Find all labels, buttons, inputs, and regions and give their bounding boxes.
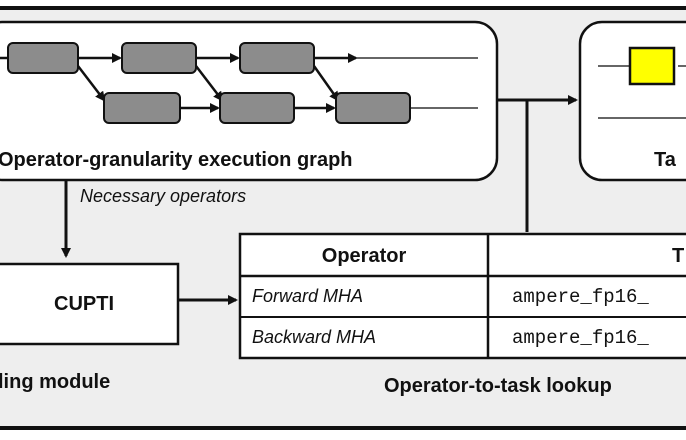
lookup-table: Operator T Forward MHA ampere_fp16_ Back… [238,232,686,360]
task-caption: Ta [654,149,677,171]
table-header-operator: Operator [322,245,407,267]
cupti-box [0,262,180,346]
operator-node [103,92,181,124]
task-node [628,46,676,86]
graph-edge [77,65,106,102]
lookup-caption: Operator-to-task lookup [384,375,612,397]
table-header-task: T [672,245,684,267]
graph-caption: Operator-granularity execution graph [0,149,353,171]
necessary-operators-label: Necessary operators [80,186,246,206]
operator-node [239,42,315,74]
graph-edge [312,65,340,102]
table-cell-task: ampere_fp16_ [512,286,649,308]
table-cell-task: ampere_fp16_ [512,327,649,349]
operator-node [219,92,295,124]
lookup-table-frame [238,232,686,360]
cupti-label: CUPTI [54,293,114,315]
profiling-module-label: ling module [0,371,110,393]
operator-node [7,42,79,74]
table-cell-operator: Backward MHA [252,327,376,347]
table-cell-operator: Forward MHA [252,286,363,306]
graph-edge [195,65,224,102]
operator-node [121,42,197,74]
operator-node [335,92,411,124]
